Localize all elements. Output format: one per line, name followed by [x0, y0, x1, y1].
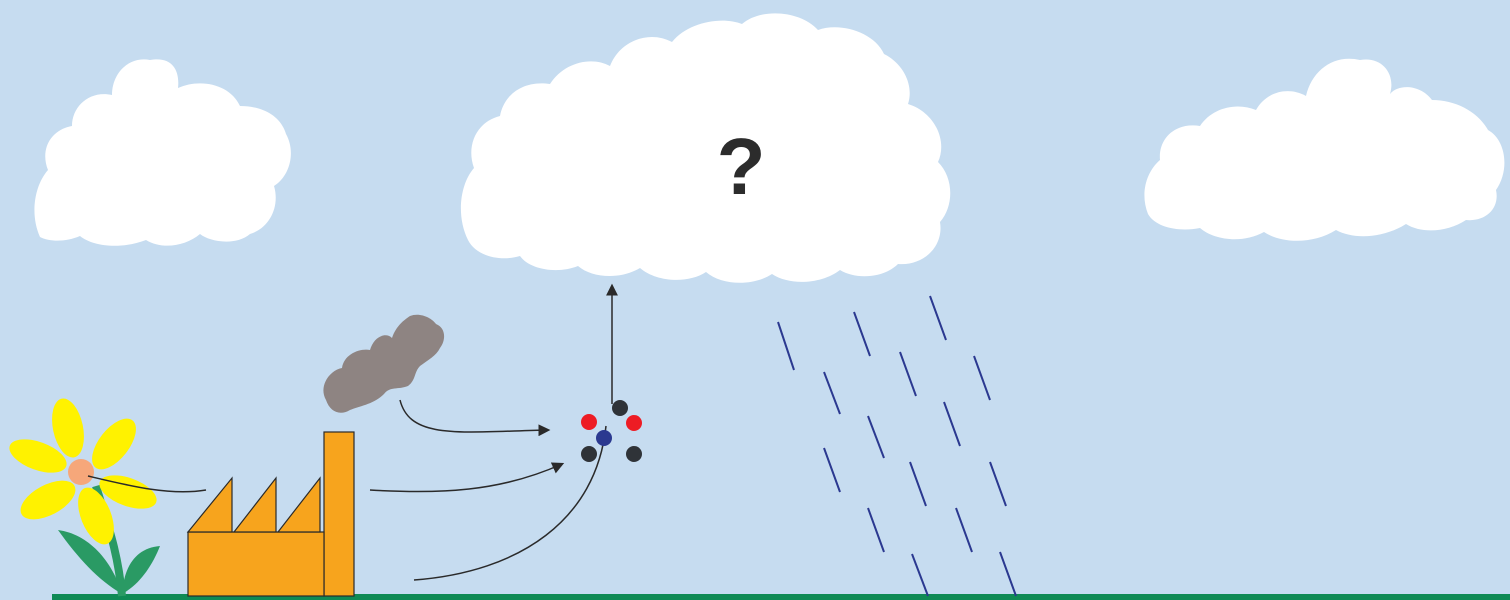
factory-chimney: [324, 432, 354, 596]
flower-center: [68, 459, 94, 485]
particle-dark: [581, 446, 597, 462]
particle-dark: [626, 446, 642, 462]
particle-red: [581, 414, 597, 430]
factory-base: [188, 532, 324, 596]
particle-blue: [596, 430, 612, 446]
cloud-question-label: ?: [717, 122, 766, 211]
particle-red: [626, 415, 642, 431]
particle-dark: [612, 400, 628, 416]
